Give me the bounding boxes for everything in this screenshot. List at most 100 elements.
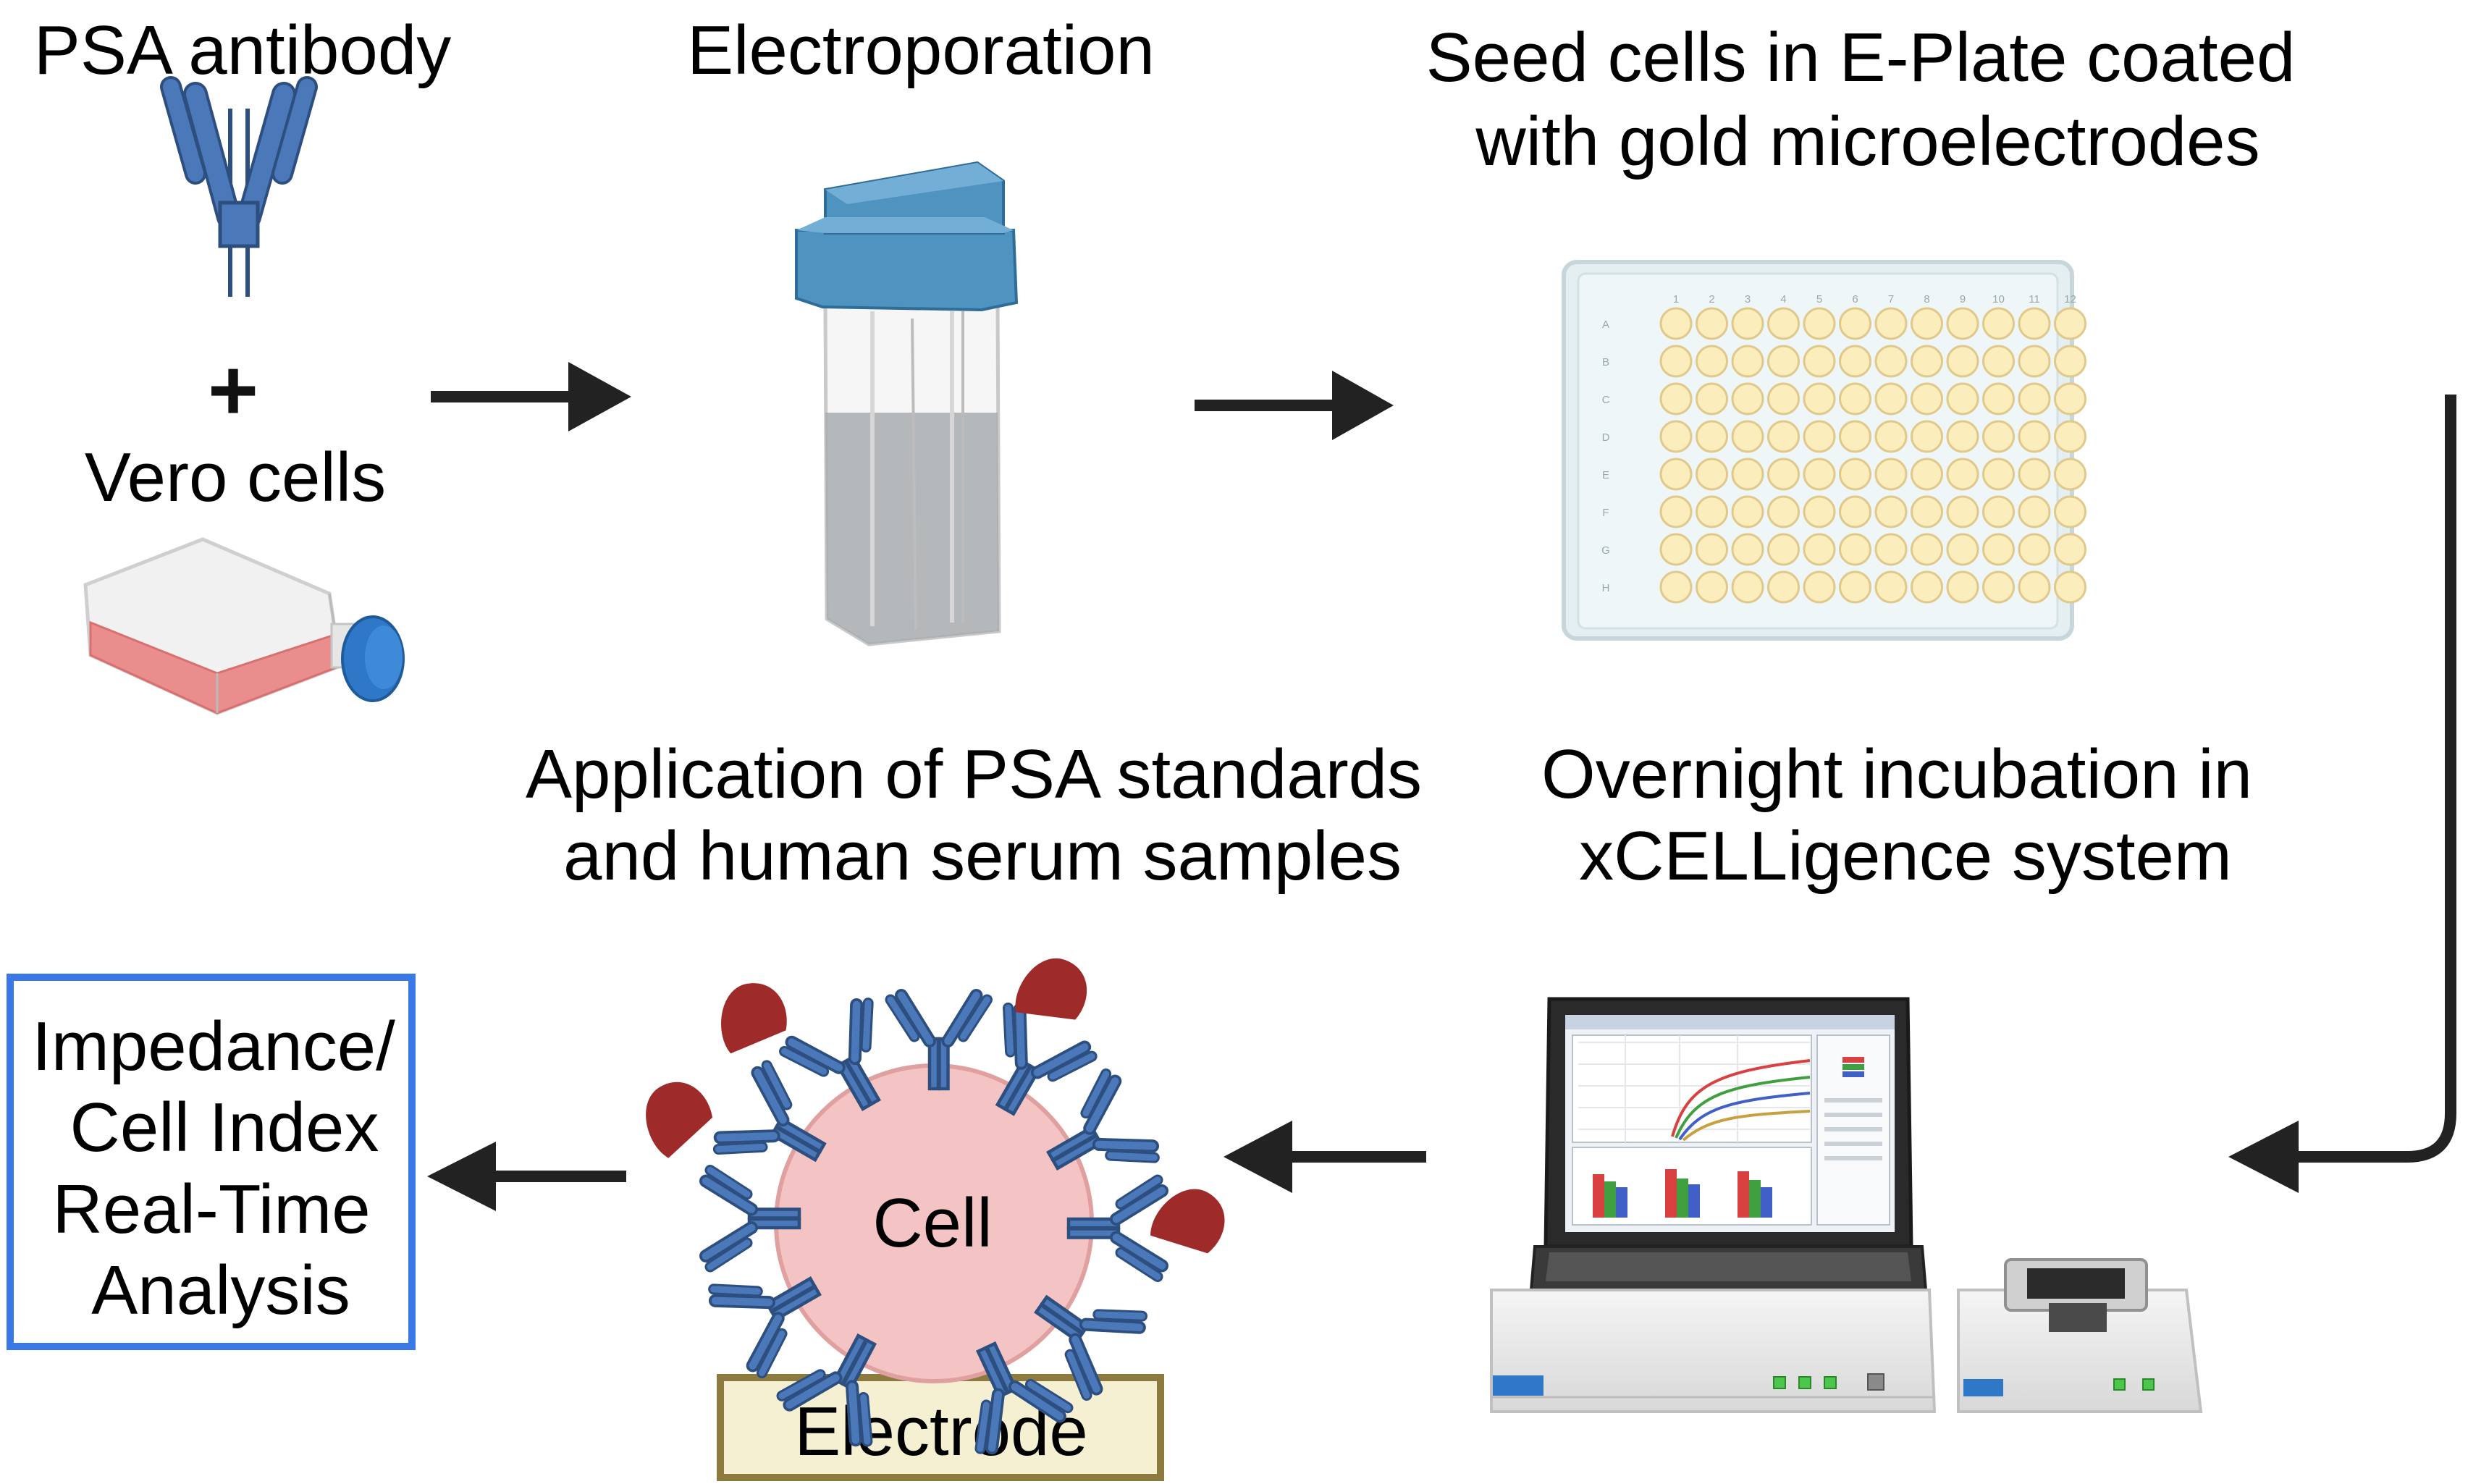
plate-well [1731,382,1764,416]
plate-row-label: E [1602,469,1609,481]
arrow-to-cell-sensor [1224,1121,1426,1193]
plate-well [1874,570,1908,604]
plate-well [1659,345,1693,378]
plate-well [1911,345,1943,378]
plate-well [1911,307,1943,340]
plate-well [1982,570,2015,604]
analysis-label-line1: Impedance/ [32,1008,395,1085]
analysis-label-line2: Cell Index [70,1089,379,1166]
plate-well [1839,420,1871,453]
plate-well [1767,345,1800,378]
plate-well [1803,495,1836,528]
cuvette-icon [795,161,1019,646]
plate-well [1731,495,1764,528]
plate-well [1659,570,1693,604]
plate-well [1839,382,1871,416]
large-antibody-icon [160,76,318,297]
plate-well [1696,382,1728,416]
plate-well [1659,458,1693,491]
plate-column-label: 12 [2064,293,2076,305]
plate-column-label: 6 [1852,293,1858,305]
plate-well [1803,420,1836,453]
plate-column-label: 7 [1888,293,1894,305]
plate-well [1839,495,1871,528]
plate-well [1946,570,1979,604]
vero-cells-label: Vero cells [85,439,386,516]
plate-well [1982,420,2015,453]
plate-well [1696,345,1728,378]
plate-well [1767,382,1800,416]
plate-column-label: 2 [1709,293,1714,305]
plate-well [1803,382,1836,416]
plate-row-label: B [1602,356,1609,368]
plate-well [1731,533,1764,566]
plate-well [2018,345,2051,378]
plate-well [1659,382,1693,416]
plate-well [1767,307,1800,340]
plate-well [1839,307,1871,340]
analysis-box [7,974,416,1350]
plate-well [1659,533,1693,566]
plate-well [1946,458,1979,491]
culture-flask-icon [83,537,405,715]
plate-row-label: F [1602,507,1609,519]
plate-well [1911,420,1943,453]
plate-wells [1659,307,2086,604]
plate-well [1982,382,2015,416]
plate-well [1911,458,1943,491]
plate-well [2018,458,2051,491]
plate-well [1767,495,1800,528]
plate-well [2018,382,2051,416]
plate-well [1803,345,1836,378]
plate-column-label: 5 [1816,293,1822,305]
plate-row-label: A [1602,319,1609,331]
plate-well [1911,533,1943,566]
plate-well [1696,570,1728,604]
seed-cells-label-line1: Seed cells in E-Plate coated [1426,19,2296,96]
application-label-line1: Application of PSA standards [526,735,1422,813]
plate-well [2054,533,2086,566]
plate-well [1731,345,1764,378]
plate-well [1767,458,1800,491]
plate-well [1696,533,1728,566]
analysis-label-line4: Analysis [91,1252,350,1329]
plate-well [1803,533,1836,566]
plate-well [1803,570,1836,604]
psa-antigen-icon [714,977,792,1055]
plate-well [1946,307,1979,340]
plate-column-label: 8 [1924,293,1929,305]
plate-well [2054,382,2086,416]
plate-well [1767,420,1800,453]
plate-well [1767,570,1800,604]
plate-well [1767,533,1800,566]
plate-well [1731,458,1764,491]
plate-well [1982,345,2015,378]
plate-well [1946,420,1979,453]
plate-column-label: 1 [1673,293,1679,305]
plate-well [2018,307,2051,340]
seed-cells-label-line2: with gold microelectrodes [1475,103,2259,180]
arrow-to-seed-cells [1195,371,1394,440]
cell-label: Cell [872,1184,992,1262]
psa-antigen-icon [631,1070,723,1161]
plate-well [1839,458,1871,491]
plate-well [2054,458,2086,491]
plate-row-label: C [1602,394,1610,406]
plate-well [1911,570,1943,604]
plate-well [2018,495,2051,528]
plate-well [2054,420,2086,453]
plate-well [1946,382,1979,416]
plate-well [2018,570,2051,604]
cell-sensor-illustration: Electrode Cell [631,948,1237,1481]
plate-well [1874,382,1908,416]
plate-well [2018,420,2051,453]
psa-antibody-label: PSA antibody [34,12,451,89]
plate-row-label: G [1601,544,1610,557]
plate-well [1696,495,1728,528]
plate-well [1911,382,1943,416]
plate-well [1874,420,1908,453]
analysis-label-line3: Real-Time [52,1171,370,1248]
